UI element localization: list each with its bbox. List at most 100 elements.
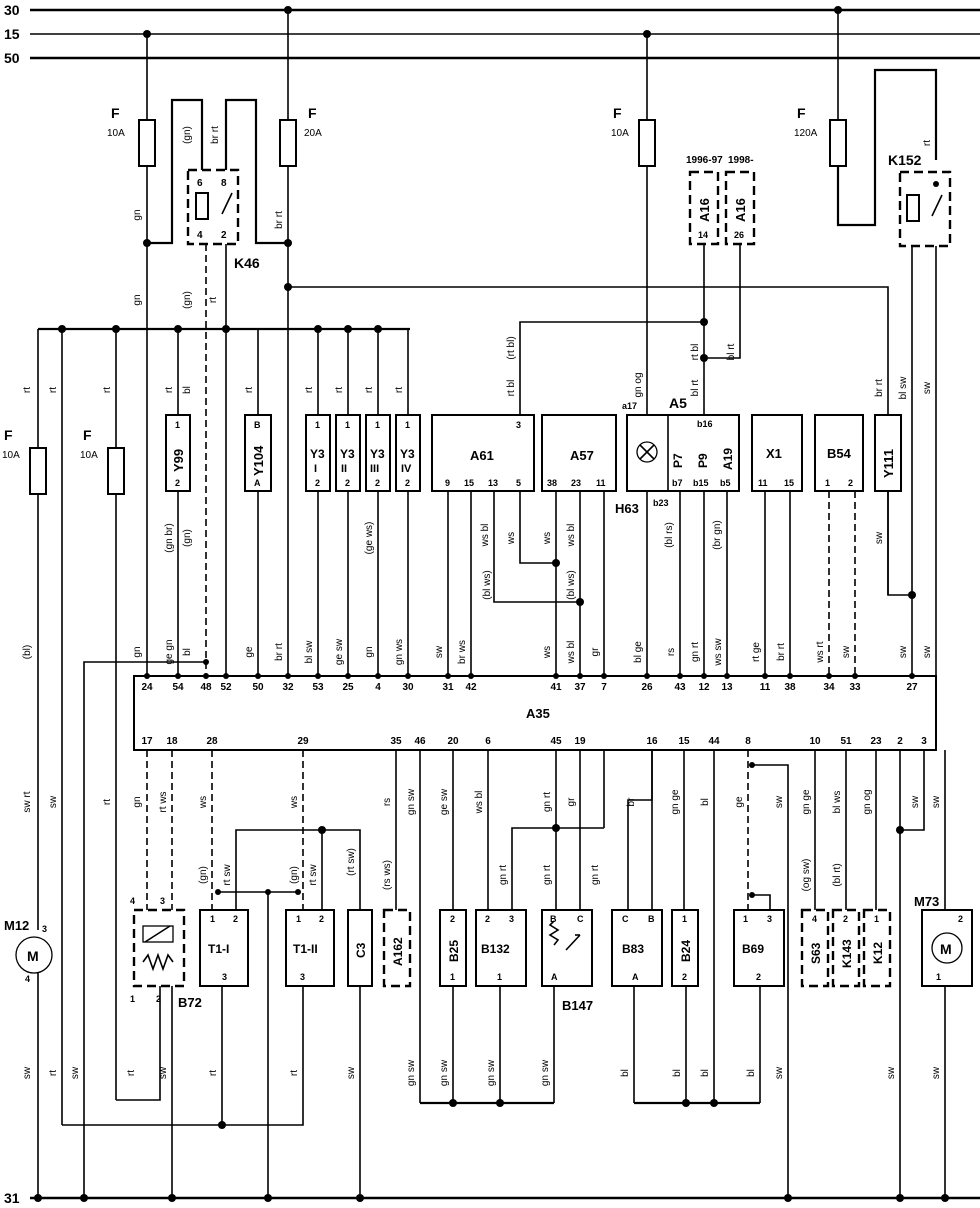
y3-3-pin2: 2: [375, 478, 380, 488]
wire-label: bl: [182, 386, 193, 394]
wire-label: gn sw: [540, 1059, 551, 1086]
wire-label: (rt bl): [506, 336, 517, 359]
wire-label: sw: [874, 531, 885, 544]
wire-label: (ge ws): [364, 522, 375, 555]
ecu-top-pin-dot: [175, 673, 181, 679]
wire-label: (bl ws): [482, 570, 493, 599]
ecu-top-pin-dot: [255, 673, 261, 679]
ecu-bottom-pin-17: 17: [141, 736, 153, 747]
wire-label: ge gn: [164, 639, 175, 664]
m12-pin-3: 3: [42, 924, 47, 934]
b72-label: B72: [178, 995, 202, 1010]
ecu-top-pin-31: 31: [442, 682, 454, 693]
top-wiring: [37, 243, 889, 1125]
ecu-top-pin-dot: [345, 673, 351, 679]
wire-label: rt bl: [506, 380, 517, 397]
ecu-top-pin-dot: [203, 673, 209, 679]
wire-label: sw: [774, 795, 785, 808]
ecu-top-pin-42: 42: [465, 682, 477, 693]
wire-label: (bl ws): [566, 570, 577, 599]
x1-pin-15: 15: [784, 478, 794, 488]
b83-pin-a: A: [632, 972, 639, 982]
m12-symbol: M: [27, 948, 39, 964]
wire-label: rt: [102, 387, 113, 393]
b69-pin-2: 2: [756, 972, 761, 982]
ecu-top-pin-dot: [826, 673, 832, 679]
b72-pin-3: 3: [160, 896, 165, 906]
y3-1-label: Y3: [310, 447, 325, 461]
ecu-bottom-pin-51: 51: [840, 736, 852, 747]
y3-1-pin2: 2: [315, 478, 320, 488]
wire-label: (gn): [198, 866, 209, 884]
y104-pin-a: A: [254, 478, 261, 488]
wire-label: ws: [289, 796, 300, 809]
wire-label: rt sw: [308, 864, 319, 886]
ecu-bottom-pin-18: 18: [166, 736, 178, 747]
wire-label: bl rt: [726, 343, 737, 360]
b54-pin-1: 1: [825, 478, 830, 488]
wire-label: rs: [666, 648, 677, 656]
ecu-top-pin-dot: [677, 673, 683, 679]
wire-label: rt: [334, 387, 345, 393]
ecu-bottom-pin-44: 44: [708, 736, 720, 747]
ecu-top-pin-54: 54: [172, 682, 184, 693]
ecu-top-pin-dot: [445, 673, 451, 679]
t1-i-pin-3: 3: [222, 972, 227, 982]
relay-k46: 6 8 4 2 K46: [143, 98, 292, 680]
wire-label: ge: [734, 796, 745, 808]
wire-label: sw: [774, 1066, 785, 1079]
wire-label: sw: [922, 381, 933, 394]
wire-label: gn rt: [498, 865, 509, 885]
t1-ii-label: T1-II: [293, 942, 318, 956]
wire-label: ge sw: [439, 788, 450, 815]
ecu-top-pin-dot: [601, 673, 607, 679]
b147-pin-b: B: [550, 914, 557, 924]
ecu-top-pin-dot: [762, 673, 768, 679]
wire-label: sw: [931, 1066, 942, 1079]
wire-label: gn: [364, 646, 375, 657]
wire-label: ws rt: [815, 641, 826, 663]
ecu-top-pin-dot: [644, 673, 650, 679]
h63-label: H63: [615, 501, 639, 516]
b25-label: B25: [447, 940, 461, 962]
ecu-top-pin-13: 13: [721, 682, 733, 693]
wire-label: gr: [590, 647, 601, 657]
wire-label: gn rt: [590, 865, 601, 885]
wire-label: ws: [542, 646, 553, 659]
ecu-top-pin-dot: [468, 673, 474, 679]
a162-label: A162: [391, 937, 405, 966]
a57-pin-11: 11: [596, 478, 606, 488]
ecu-top-pin-dot: [144, 673, 150, 679]
b132-label: B132: [481, 942, 510, 956]
b24-pin-1: 1: [682, 914, 687, 924]
wire-label: rt: [208, 297, 219, 303]
b132-pin-3: 3: [509, 914, 514, 924]
wire-label: (rs ws): [382, 860, 393, 890]
b25-pin-2: 2: [450, 914, 455, 924]
a5-pin-b23: b23: [653, 498, 669, 508]
ecu-bottom-pin-10: 10: [809, 736, 821, 747]
wire-label: rt: [48, 1070, 59, 1076]
wire-label: (gn): [182, 126, 193, 144]
wire-label: sw: [48, 795, 59, 808]
ecu-top-pin-dot: [553, 673, 559, 679]
wire-label: (rt sw): [346, 848, 357, 876]
y3-2-sub: II: [341, 463, 347, 475]
ecu-top-pin-34: 34: [823, 682, 835, 693]
b24-label: B24: [679, 940, 693, 962]
fuse-2-label: F: [308, 105, 317, 121]
wire-label: br ws: [457, 640, 468, 664]
rail-label-31: 31: [4, 1190, 20, 1206]
y104-pin-b: B: [254, 420, 261, 430]
wire-label: rt: [22, 387, 33, 393]
k46-pin-6: 6: [197, 178, 203, 189]
wire-label: rt: [364, 387, 375, 393]
bottom-wiring: [62, 750, 949, 1202]
wire-label: gn sw: [486, 1059, 497, 1086]
wire-label: (bl): [22, 645, 33, 659]
wire-label: gn rt: [690, 642, 701, 662]
c3-label: C3: [354, 942, 368, 958]
t1-ii-pin-3: 3: [300, 972, 305, 982]
